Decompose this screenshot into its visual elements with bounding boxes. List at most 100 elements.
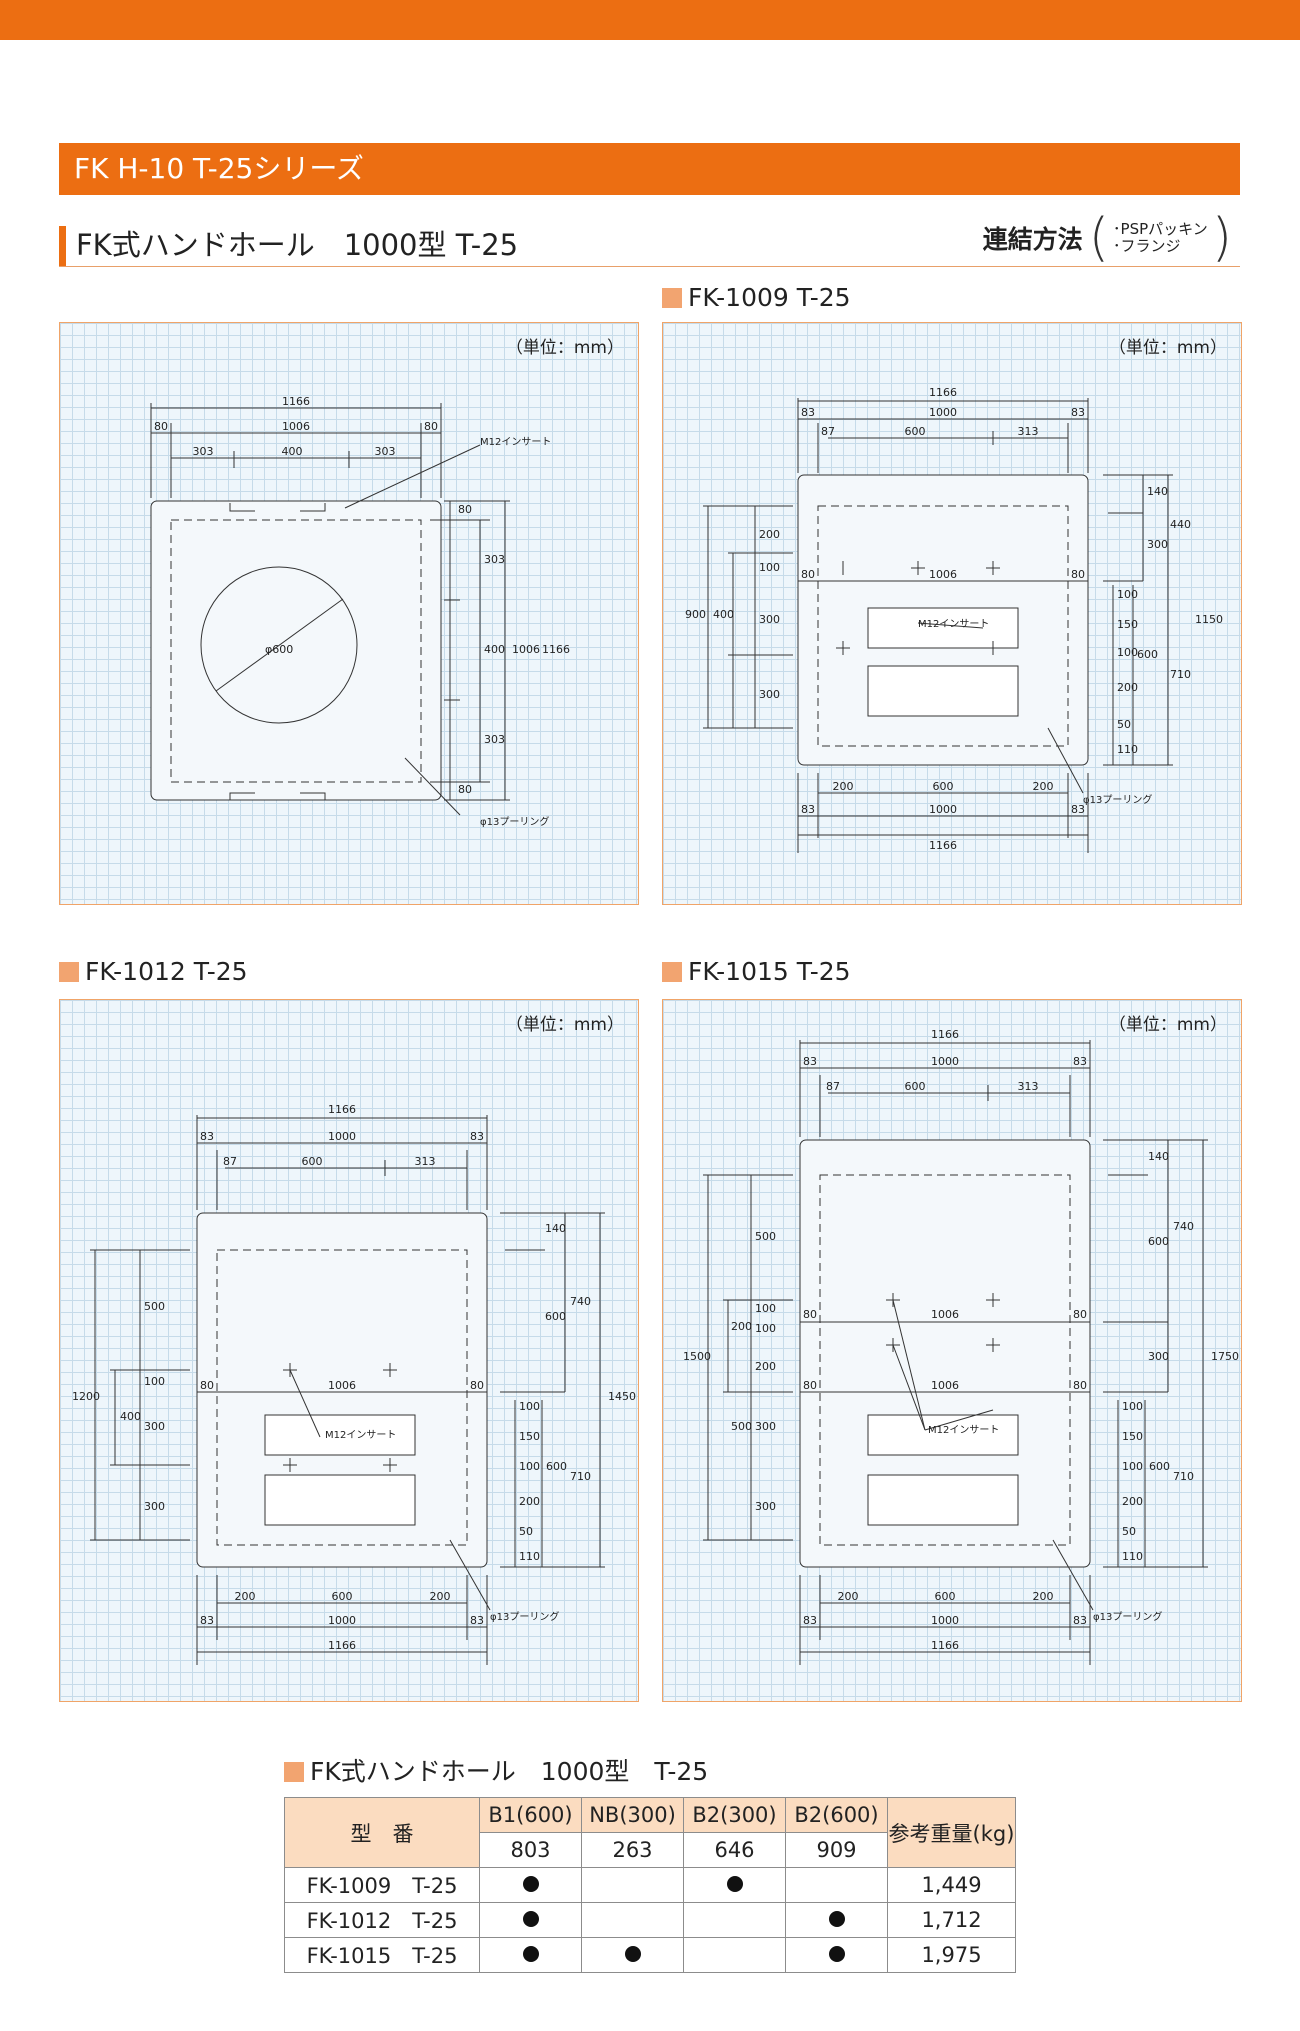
dim-text: 1006	[512, 643, 540, 656]
dim-text: 80	[470, 1379, 484, 1392]
dim-text: 87	[223, 1155, 237, 1168]
dim-text: 1166	[328, 1103, 356, 1116]
series-title: FK H-10 T-25シリーズ	[59, 143, 1240, 195]
insert-leader	[892, 1344, 926, 1431]
fk1009-svg: 1166 83 1000 83 87 600 313 200 100 300 3…	[685, 386, 1223, 853]
filled-dot-icon	[522, 1911, 539, 1927]
dim-text: 80	[803, 1308, 817, 1321]
dim-text: 50	[1122, 1525, 1136, 1538]
dim-text: 300	[755, 1420, 776, 1433]
dim-text: 600	[546, 1460, 567, 1473]
dim-text: 1006	[282, 420, 310, 433]
dim-text: 600	[905, 425, 926, 438]
dim-text: 80	[1073, 1308, 1087, 1321]
table-title: FK式ハンドホール 1000型 T-25	[310, 1757, 709, 1786]
row-weight: 1,975	[887, 1937, 1016, 1973]
dim-text: 1000	[328, 1130, 356, 1143]
dim-text: 740	[1173, 1220, 1194, 1233]
dim-text: 83	[801, 803, 815, 816]
page-title-row: FK式ハンドホール 1000型 T-25 連結方法 ( ･PSPパッキン ･フラ…	[59, 210, 1240, 267]
dim-text: 200	[235, 1590, 256, 1603]
dim-text: 500	[144, 1300, 165, 1313]
mark-cell	[785, 1902, 888, 1938]
dim-text: 200	[430, 1590, 451, 1603]
dim-text: 1166	[929, 386, 957, 399]
mark-cell	[683, 1937, 786, 1973]
dim-text: 83	[470, 1130, 484, 1143]
dim-text: 83	[1073, 1055, 1087, 1068]
fk1012-knockout-lower	[264, 1474, 416, 1526]
dim-text: 303	[484, 553, 505, 566]
section-marker	[59, 962, 79, 982]
fk1012-svg: 1166 83 1000 83 87 600 313 500 100 300 3…	[72, 1103, 636, 1665]
insert-leader	[892, 1299, 926, 1431]
insert-leader	[917, 622, 984, 629]
dim-text: 600	[935, 1590, 956, 1603]
table-weight-row: 803 263 646 909	[285, 1832, 1016, 1868]
dim-text: 313	[1018, 425, 1039, 438]
dim-text: 400	[120, 1410, 141, 1423]
section-fk1012: FK-1012 T-25	[59, 957, 248, 987]
dim-text: 1006	[931, 1379, 959, 1392]
dim-text: 200	[1122, 1495, 1143, 1508]
fk1015-knockout-upper	[867, 1414, 1019, 1456]
mark-cell	[683, 1867, 786, 1903]
dim-text: 600	[1137, 648, 1158, 661]
dim-text: 710	[570, 1470, 591, 1483]
dim-text: 600	[545, 1310, 566, 1323]
insert-label: M12インサート	[918, 618, 989, 630]
dim-text: 140	[545, 1222, 566, 1235]
pulling-label: φ13プーリング	[1093, 1610, 1162, 1623]
dim-text: 1006	[931, 1308, 959, 1321]
paren-close: )	[1211, 208, 1232, 268]
dim-text: 100	[1117, 646, 1138, 659]
dim-text: 300	[1147, 538, 1168, 551]
dim-text: 600	[1148, 1235, 1169, 1248]
dim-text: 83	[803, 1055, 817, 1068]
dim-text: 400	[713, 608, 734, 621]
dim-text: 1000	[931, 1055, 959, 1068]
row-model: FK-1015 T-25	[284, 1937, 480, 1973]
title-accent	[59, 226, 66, 266]
dim-text: 100	[755, 1322, 776, 1335]
section-marker	[284, 1762, 304, 1782]
fk1015-knockout-lower	[867, 1474, 1019, 1526]
insert-label: M12インサート	[325, 1429, 396, 1441]
top-view-lines	[150, 403, 510, 816]
unit-label: （単位：mm）	[1108, 1015, 1227, 1035]
dim-text: 200	[1033, 1590, 1054, 1603]
col-header: NB(300)	[581, 1797, 684, 1833]
insert-leader	[289, 1369, 321, 1438]
col-weight: 803	[479, 1832, 582, 1868]
pulling-leader	[404, 757, 461, 816]
dim-text: 1000	[931, 1614, 959, 1627]
unit-label: （単位：mm）	[505, 338, 624, 358]
dim-text: 600	[933, 780, 954, 793]
dim-text: 1166	[542, 643, 570, 656]
dim-text: 150	[519, 1430, 540, 1443]
section-fk1009: FK-1009 T-25	[662, 283, 851, 313]
top-inner-frame	[170, 519, 422, 783]
circle-diameter-line	[215, 598, 344, 692]
col-weight: 263	[581, 1832, 684, 1868]
dim-text: 100	[1117, 588, 1138, 601]
dim-text: 300	[144, 1420, 165, 1433]
dim-text: 1000	[929, 406, 957, 419]
dim-text: 80	[1071, 568, 1085, 581]
connection-option-psp: ･PSPパッキン	[1113, 220, 1208, 238]
dim-text: 1166	[282, 395, 310, 408]
filled-dot-icon	[828, 1946, 845, 1962]
dim-text: 300	[755, 1500, 776, 1513]
mark-cell	[581, 1867, 684, 1903]
dim-text: 710	[1170, 668, 1191, 681]
dim-text: 80	[803, 1379, 817, 1392]
dim-text: 83	[803, 1614, 817, 1627]
dim-text: 100	[519, 1460, 540, 1473]
top-view-svg: 1166 80 1006 80 303 400 303 80 303 400 3…	[150, 395, 570, 828]
dim-text: 80	[458, 503, 472, 516]
connection-option-flange: ･フランジ	[1113, 237, 1181, 255]
dim-text: 303	[193, 445, 214, 458]
dim-text: 140	[1148, 1150, 1169, 1163]
dim-text: 400	[282, 445, 303, 458]
drawing-fk1015: （単位：mm）	[662, 999, 1242, 1702]
